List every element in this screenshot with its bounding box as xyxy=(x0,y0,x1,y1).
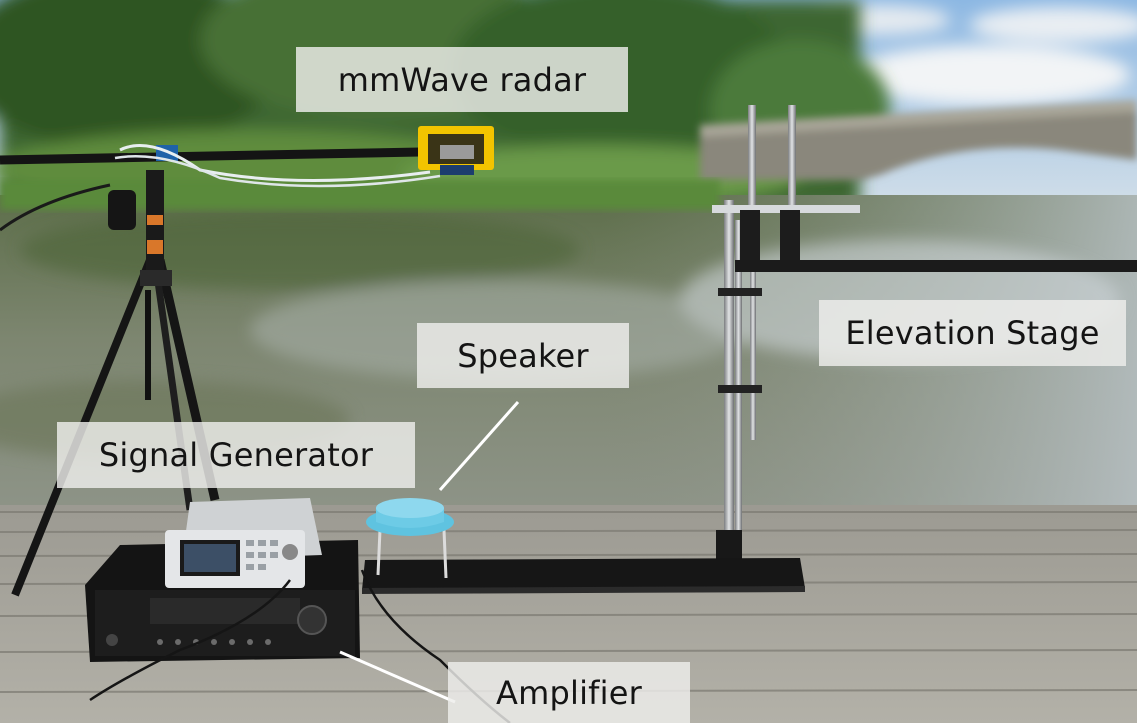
speaker-unit xyxy=(366,498,454,579)
label-elevation-stage: Elevation Stage xyxy=(819,300,1126,366)
label-amplifier: Amplifier xyxy=(448,662,690,723)
optical-breadboard xyxy=(362,558,805,594)
elevation-stage-rig xyxy=(708,105,1137,580)
amplifier-pointer-line xyxy=(339,650,456,704)
radar-boom xyxy=(0,144,441,232)
speaker-pointer-line xyxy=(438,401,520,491)
label-signal-generator: Signal Generator xyxy=(57,422,415,488)
signal-generator-device xyxy=(165,498,322,588)
stone-bridge xyxy=(700,100,1137,180)
label-radar: mmWave radar xyxy=(296,47,628,112)
radar-sensor xyxy=(418,126,494,175)
label-speaker: Speaker xyxy=(417,323,629,388)
clouds xyxy=(810,5,1137,105)
